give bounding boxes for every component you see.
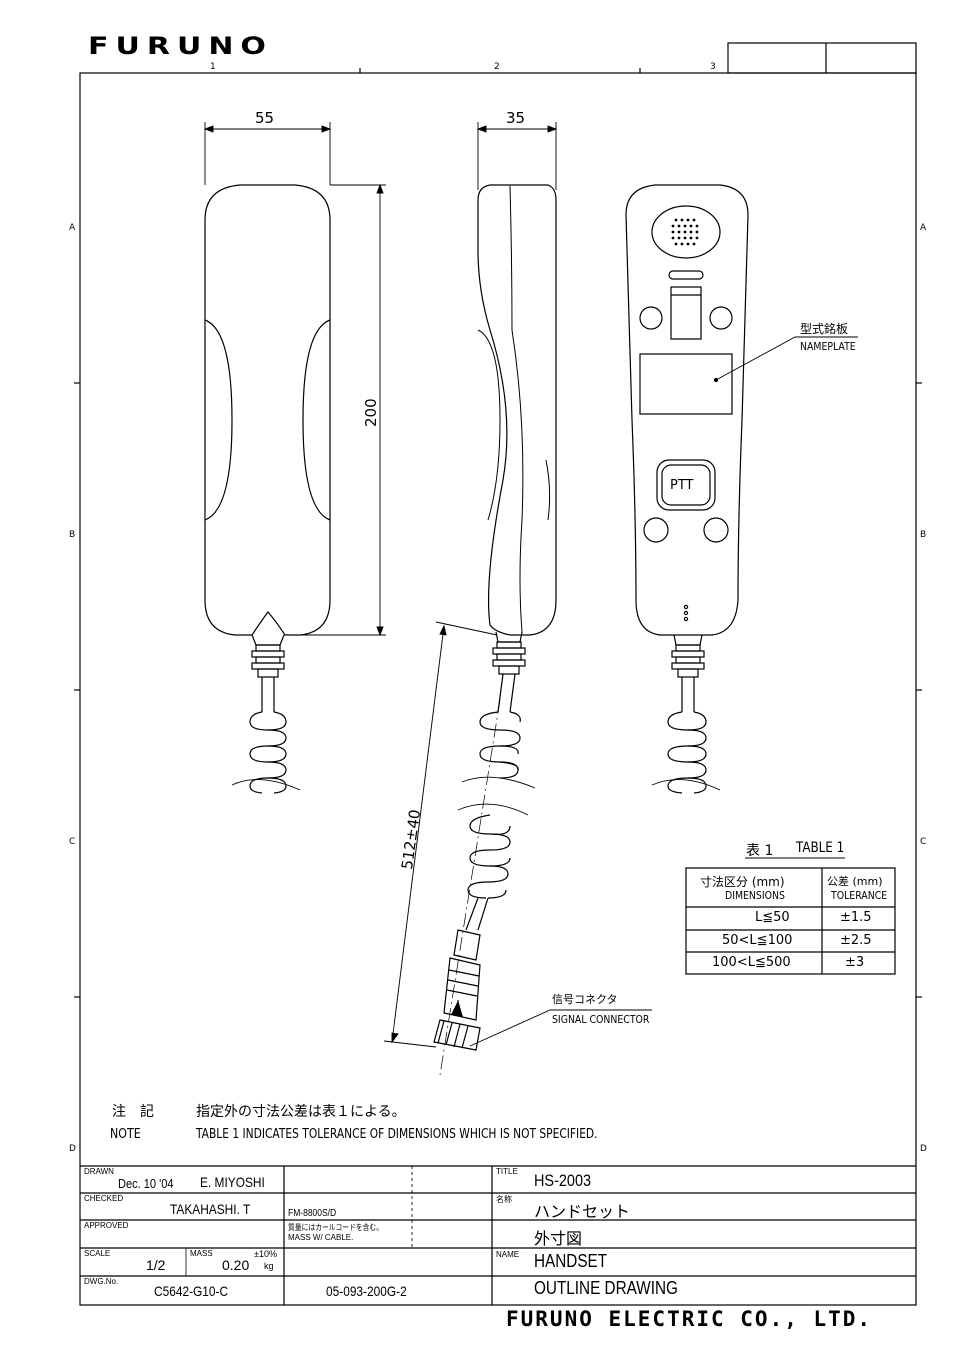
tb-approved-label: APPROVED <box>84 1221 129 1230</box>
sheet-frame <box>79 72 917 1306</box>
connector-label-en: SIGNAL CONNECTOR <box>552 1013 650 1026</box>
table-header-tol-jp: 公差 (mm) <box>827 875 883 888</box>
connector-label-jp: 信号コネクタ <box>552 993 618 1006</box>
zone-label-top-3: 3 <box>710 62 716 72</box>
tb-drawn-by: E. MIYOSHI <box>200 1174 265 1190</box>
tb-title: HS-2003 <box>534 1171 592 1190</box>
title-block-grid <box>80 1165 916 1305</box>
table-row-tol-3: ±3 <box>845 955 865 970</box>
zone-label-right-c: C <box>920 837 927 847</box>
zone-label-left-b: B <box>69 530 76 540</box>
zone-label-right-b: B <box>920 530 927 540</box>
tb-name-jp-label: 名称 <box>496 1195 512 1204</box>
note-label-en: NOTE <box>110 1127 141 1142</box>
tb-name: HANDSET <box>534 1251 608 1271</box>
note-label-jp: 注 記 <box>112 1104 154 1120</box>
dim-width-front <box>203 122 332 185</box>
ptt-label: PTT <box>670 478 694 493</box>
tb-checked-by: TAKAHASHI. T <box>170 1201 251 1217</box>
zone-label-left-a: A <box>69 223 76 233</box>
leader-lines <box>469 336 858 1047</box>
tb-dwg-no: C5642-G10-C <box>154 1283 229 1299</box>
tolerance-table-grid <box>685 857 896 975</box>
speaker-grille <box>671 218 699 246</box>
furuno-logo: FURUNO <box>88 32 273 61</box>
table-header-tol-en: TOLERANCE <box>831 889 888 902</box>
table-row-tol-1: ±1.5 <box>840 910 872 925</box>
dim-width-front-label: 55 <box>255 109 275 127</box>
tb-drawn-date: Dec. 10 '04 <box>118 1176 174 1191</box>
dim-width-side <box>476 122 558 190</box>
dim-height <box>300 183 386 637</box>
dim-width-side-label: 35 <box>506 109 526 127</box>
table-row-range-3: 100<L≦500 <box>712 955 791 970</box>
tb-mass-value: 0.20 <box>222 1257 250 1273</box>
tb-checked-label: CHECKED <box>84 1194 124 1203</box>
tb-dwg-label: DWG.No. <box>84 1277 119 1286</box>
note-text-jp: 指定外の寸法公差は表１による。 <box>196 1104 406 1120</box>
tb-mass-label: MASS <box>190 1249 213 1258</box>
tb-name-jp: ハンドセット <box>534 1204 631 1221</box>
table-row-range-1: L≦50 <box>755 910 790 925</box>
tb-name-label: NAME <box>496 1250 520 1259</box>
note-text-en: TABLE 1 INDICATES TOLERANCE OF DIMENSION… <box>196 1127 598 1142</box>
tb-name-jp2: 外寸図 <box>534 1231 583 1248</box>
tb-mass-note-jp: 質量にはカールコードを含む。 <box>288 1223 384 1232</box>
tb-scale-value: 1/2 <box>146 1257 166 1273</box>
zone-label-right-a: A <box>920 223 927 233</box>
nameplate-label-en: NAMEPLATE <box>800 340 856 353</box>
tb-mass-tolerance: ±10% <box>254 1249 277 1259</box>
table-header-dim-en: DIMENSIONS <box>725 889 785 902</box>
side-view <box>433 184 557 1076</box>
tb-model-ref: FM-8800S/D <box>288 1208 337 1219</box>
zone-label-top-2: 2 <box>494 62 500 72</box>
zone-label-top-1: 1 <box>210 62 216 72</box>
table-title-jp: 表 1 <box>746 843 774 859</box>
tb-scale-label: SCALE <box>84 1249 111 1258</box>
zone-label-left-d: D <box>69 1144 76 1154</box>
table-row-range-2: 50<L≦100 <box>722 933 793 948</box>
table-header-dim-jp: 寸法区分 (mm) <box>700 875 785 889</box>
dim-height-label: 200 <box>362 398 380 427</box>
zone-label-left-c: C <box>69 837 76 847</box>
tb-mass-note-en: MASS W/ CABLE. <box>288 1233 354 1242</box>
tb-doc-no: 05-093-200G-2 <box>326 1283 407 1299</box>
table-row-tol-2: ±2.5 <box>840 933 872 948</box>
company-name: FURUNO ELECTRIC CO., LTD. <box>506 1307 873 1331</box>
tb-drawn-label: DRAWN <box>84 1167 114 1176</box>
rear-view <box>625 184 749 794</box>
nameplate-label-jp: 型式銘板 <box>800 322 849 336</box>
zone-label-right-d: D <box>920 1144 927 1154</box>
revision-box <box>727 42 917 74</box>
table-title-en: TABLE 1 <box>796 840 845 856</box>
tb-name2: OUTLINE DRAWING <box>534 1278 678 1298</box>
tb-title-label: TITLE <box>496 1167 518 1176</box>
front-view <box>204 184 331 794</box>
dim-cable-length <box>383 621 498 1048</box>
tb-mass-unit: kg <box>264 1261 274 1271</box>
